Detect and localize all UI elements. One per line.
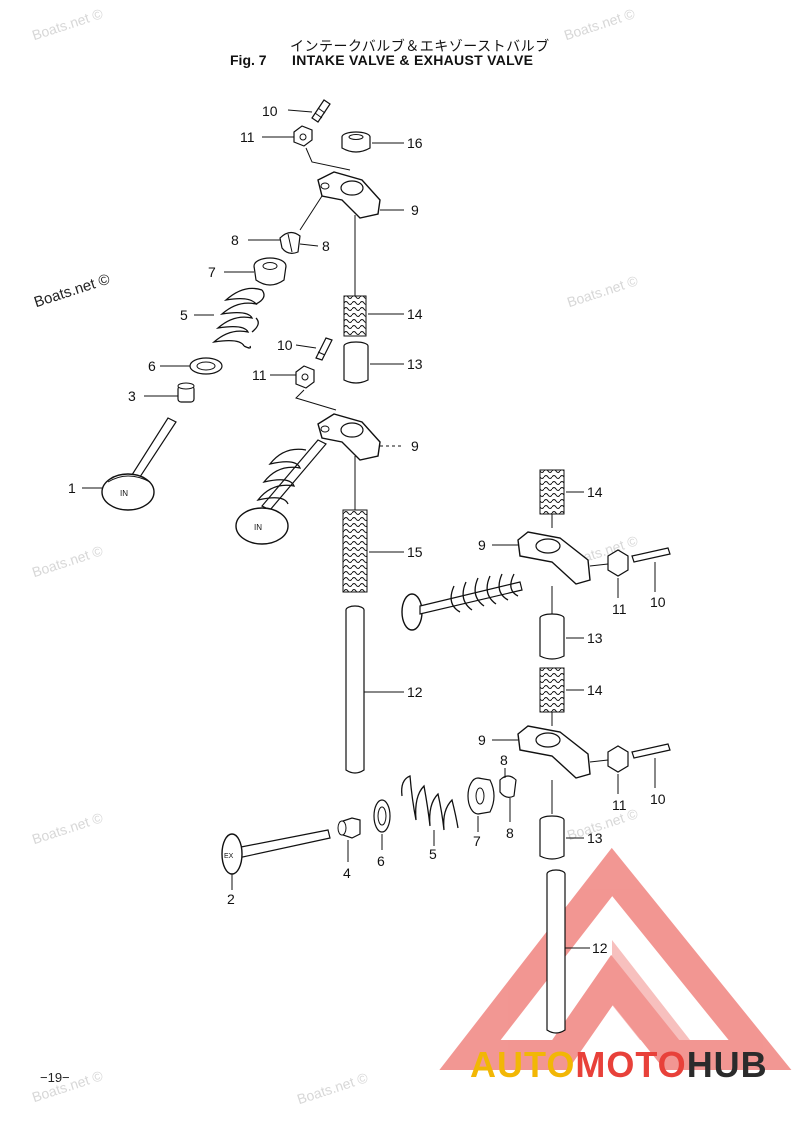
page-number: −19− — [40, 1070, 70, 1085]
callout-7: 7 — [473, 833, 481, 849]
callout-12: 12 — [407, 684, 423, 700]
callout-14: 14 — [587, 682, 603, 698]
callout-13: 13 — [587, 630, 603, 646]
valve-spring-lower — [401, 775, 459, 831]
callout-11: 11 — [240, 129, 255, 145]
svg-text:EX: EX — [224, 853, 234, 860]
adjusting-screw-right-a — [631, 547, 671, 563]
callout-11: 11 — [252, 367, 267, 383]
spring-15 — [342, 509, 368, 593]
spring-seat-upper — [189, 357, 223, 375]
callout-1: 1 — [68, 480, 76, 496]
callout-10: 10 — [262, 103, 278, 119]
spring-seat-lower — [373, 799, 391, 833]
callout-10: 10 — [650, 594, 666, 610]
adjusting-screw-right-b — [631, 743, 671, 759]
rocker-arm-right-a — [517, 531, 591, 585]
brand-logo: AUTOMOTOHUB — [470, 1044, 768, 1086]
lock-nut-mid — [295, 365, 315, 389]
callout-10: 10 — [650, 791, 666, 807]
valve-stamp: IN — [254, 523, 262, 532]
callout-13: 13 — [587, 830, 603, 846]
callout-14: 14 — [407, 306, 423, 322]
callout-4: 4 — [343, 865, 351, 881]
callout-9: 9 — [478, 732, 486, 748]
callout-14: 14 — [587, 484, 603, 500]
callout-12: 12 — [592, 940, 608, 956]
rocker-arm-mid — [317, 413, 381, 461]
logo-auto: AUTO — [470, 1044, 576, 1085]
spring-upper-14 — [343, 295, 367, 337]
callout-13: 13 — [407, 356, 423, 372]
callout-5: 5 — [180, 307, 188, 323]
spring-right-14a — [539, 469, 565, 515]
callout-11: 11 — [612, 797, 627, 813]
logo-moto: MOTO — [575, 1044, 687, 1085]
sleeve-upper-13 — [343, 341, 369, 384]
callout-9: 9 — [411, 202, 419, 218]
valve-collets-upper — [279, 231, 301, 254]
spring-retainer-lower — [467, 777, 495, 815]
push-rod-lower — [546, 869, 566, 1034]
callout-16: 16 — [407, 135, 423, 151]
spring-retainer-upper — [253, 257, 287, 286]
rocker-arm-upper — [317, 171, 381, 219]
callout-15: 15 — [407, 544, 423, 560]
logo-hub: HUB — [686, 1044, 768, 1085]
stem-seal — [177, 382, 195, 403]
callout-6: 6 — [148, 358, 156, 374]
valve-stamp: IN — [120, 489, 128, 498]
sleeve-right-13b — [539, 815, 565, 860]
adjusting-screw-top — [311, 99, 331, 123]
figure-title: INTAKE VALVE & EXHAUST VALVE — [292, 52, 534, 68]
callout-7: 7 — [208, 264, 216, 280]
lock-nut-top — [293, 125, 313, 147]
stem-seal-lower — [337, 817, 361, 839]
exhaust-valve: EX — [221, 829, 331, 875]
callout-9: 9 — [411, 438, 419, 454]
logo-mark — [439, 847, 792, 1070]
callout-8: 8 — [231, 232, 239, 248]
exhaust-valve-assembled — [401, 573, 523, 631]
spring-right-14b — [539, 667, 565, 713]
intake-valve — [101, 417, 177, 511]
intake-valve-assembled — [235, 439, 327, 545]
callout-9: 9 — [478, 537, 486, 553]
title-japanese: インテークバルブ＆エキゾーストバルブ — [290, 39, 550, 55]
lock-nut-right-a — [607, 549, 629, 577]
lock-nut-right-b — [607, 745, 629, 773]
callout-8: 8 — [506, 825, 514, 841]
push-rod-upper — [345, 605, 365, 774]
adjusting-screw-mid — [315, 337, 333, 361]
callout-10: 10 — [277, 337, 293, 353]
callout-11: 11 — [612, 601, 627, 617]
valve-collets-lower — [499, 775, 517, 798]
callout-2: 2 — [227, 891, 235, 907]
valve-cap — [341, 131, 371, 153]
callout-3: 3 — [128, 388, 136, 404]
rocker-arm-right-b — [517, 725, 591, 779]
figure-number: Fig. 7 — [230, 52, 267, 68]
valve-spring-upper — [211, 287, 265, 349]
sleeve-right-13a — [539, 613, 565, 660]
callout-6: 6 — [377, 853, 385, 869]
callout-8: 8 — [500, 752, 508, 768]
callout-8: 8 — [322, 238, 330, 254]
callout-5: 5 — [429, 846, 437, 862]
